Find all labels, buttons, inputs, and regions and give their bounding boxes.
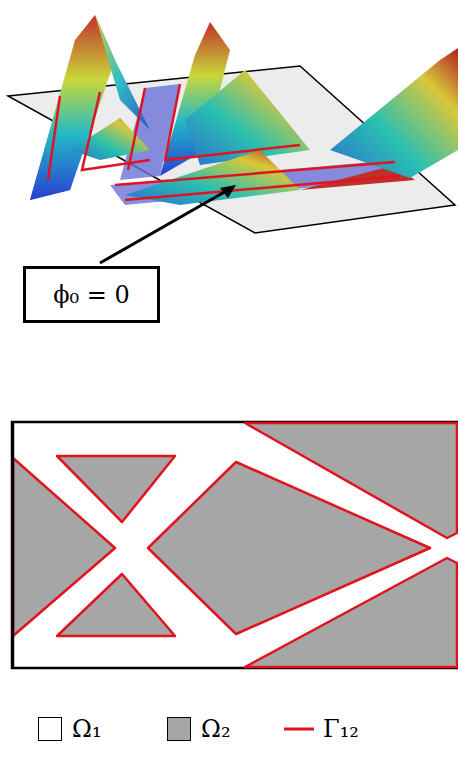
callout-text: ϕ₀ = 0 bbox=[53, 281, 130, 309]
legend-item: Ω₂ bbox=[167, 712, 231, 746]
legend-text: Ω₁ bbox=[72, 715, 102, 743]
legend-item: Ω₁ bbox=[38, 712, 102, 746]
legend-line bbox=[283, 724, 315, 734]
callout-box: ϕ₀ = 0 bbox=[23, 266, 160, 323]
legend-text: Ω₂ bbox=[201, 715, 231, 743]
legend-text: Γ₁₂ bbox=[323, 715, 359, 743]
legend-item: Γ₁₂ bbox=[283, 712, 359, 746]
legend-swatch bbox=[38, 717, 62, 741]
legend-swatch bbox=[167, 717, 191, 741]
